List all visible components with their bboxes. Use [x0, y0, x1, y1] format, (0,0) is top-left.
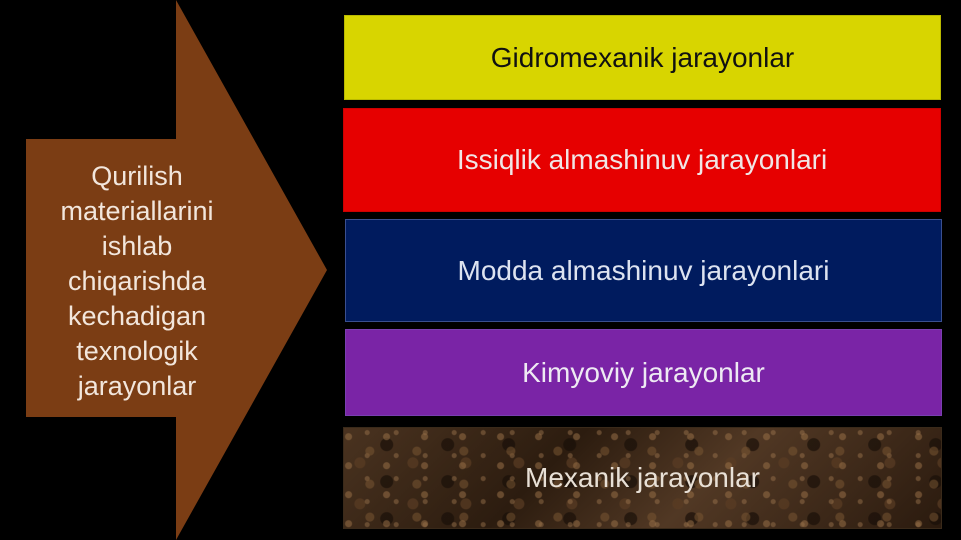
process-bar-label: Mexanik jarayonlar — [525, 462, 760, 493]
process-bar-label: Modda almashinuv jarayonlari — [457, 254, 830, 286]
process-bar-issiqlik: Issiqlik almashinuv jarayonlari — [343, 108, 941, 212]
arrow-label: Qurilish materiallarini ishlab chiqarish… — [60, 160, 214, 401]
process-bar-mexanik: Mexanik jarayonlar — [343, 427, 942, 529]
process-bar-label: Issiqlik almashinuv jarayonlari — [456, 144, 828, 175]
process-bar-label: Gidromexanik jarayonlar — [490, 41, 795, 73]
process-arrow-shape — [26, 0, 327, 540]
process-bar-kimyoviy: Kimyoviy jarayonlar — [345, 329, 942, 416]
process-bar-modda: Modda almashinuv jarayonlari — [345, 219, 942, 322]
process-bar-gidromexanik: Gidromexanik jarayonlar — [344, 15, 941, 100]
process-bar-label: Kimyoviy jarayonlar — [522, 356, 765, 388]
